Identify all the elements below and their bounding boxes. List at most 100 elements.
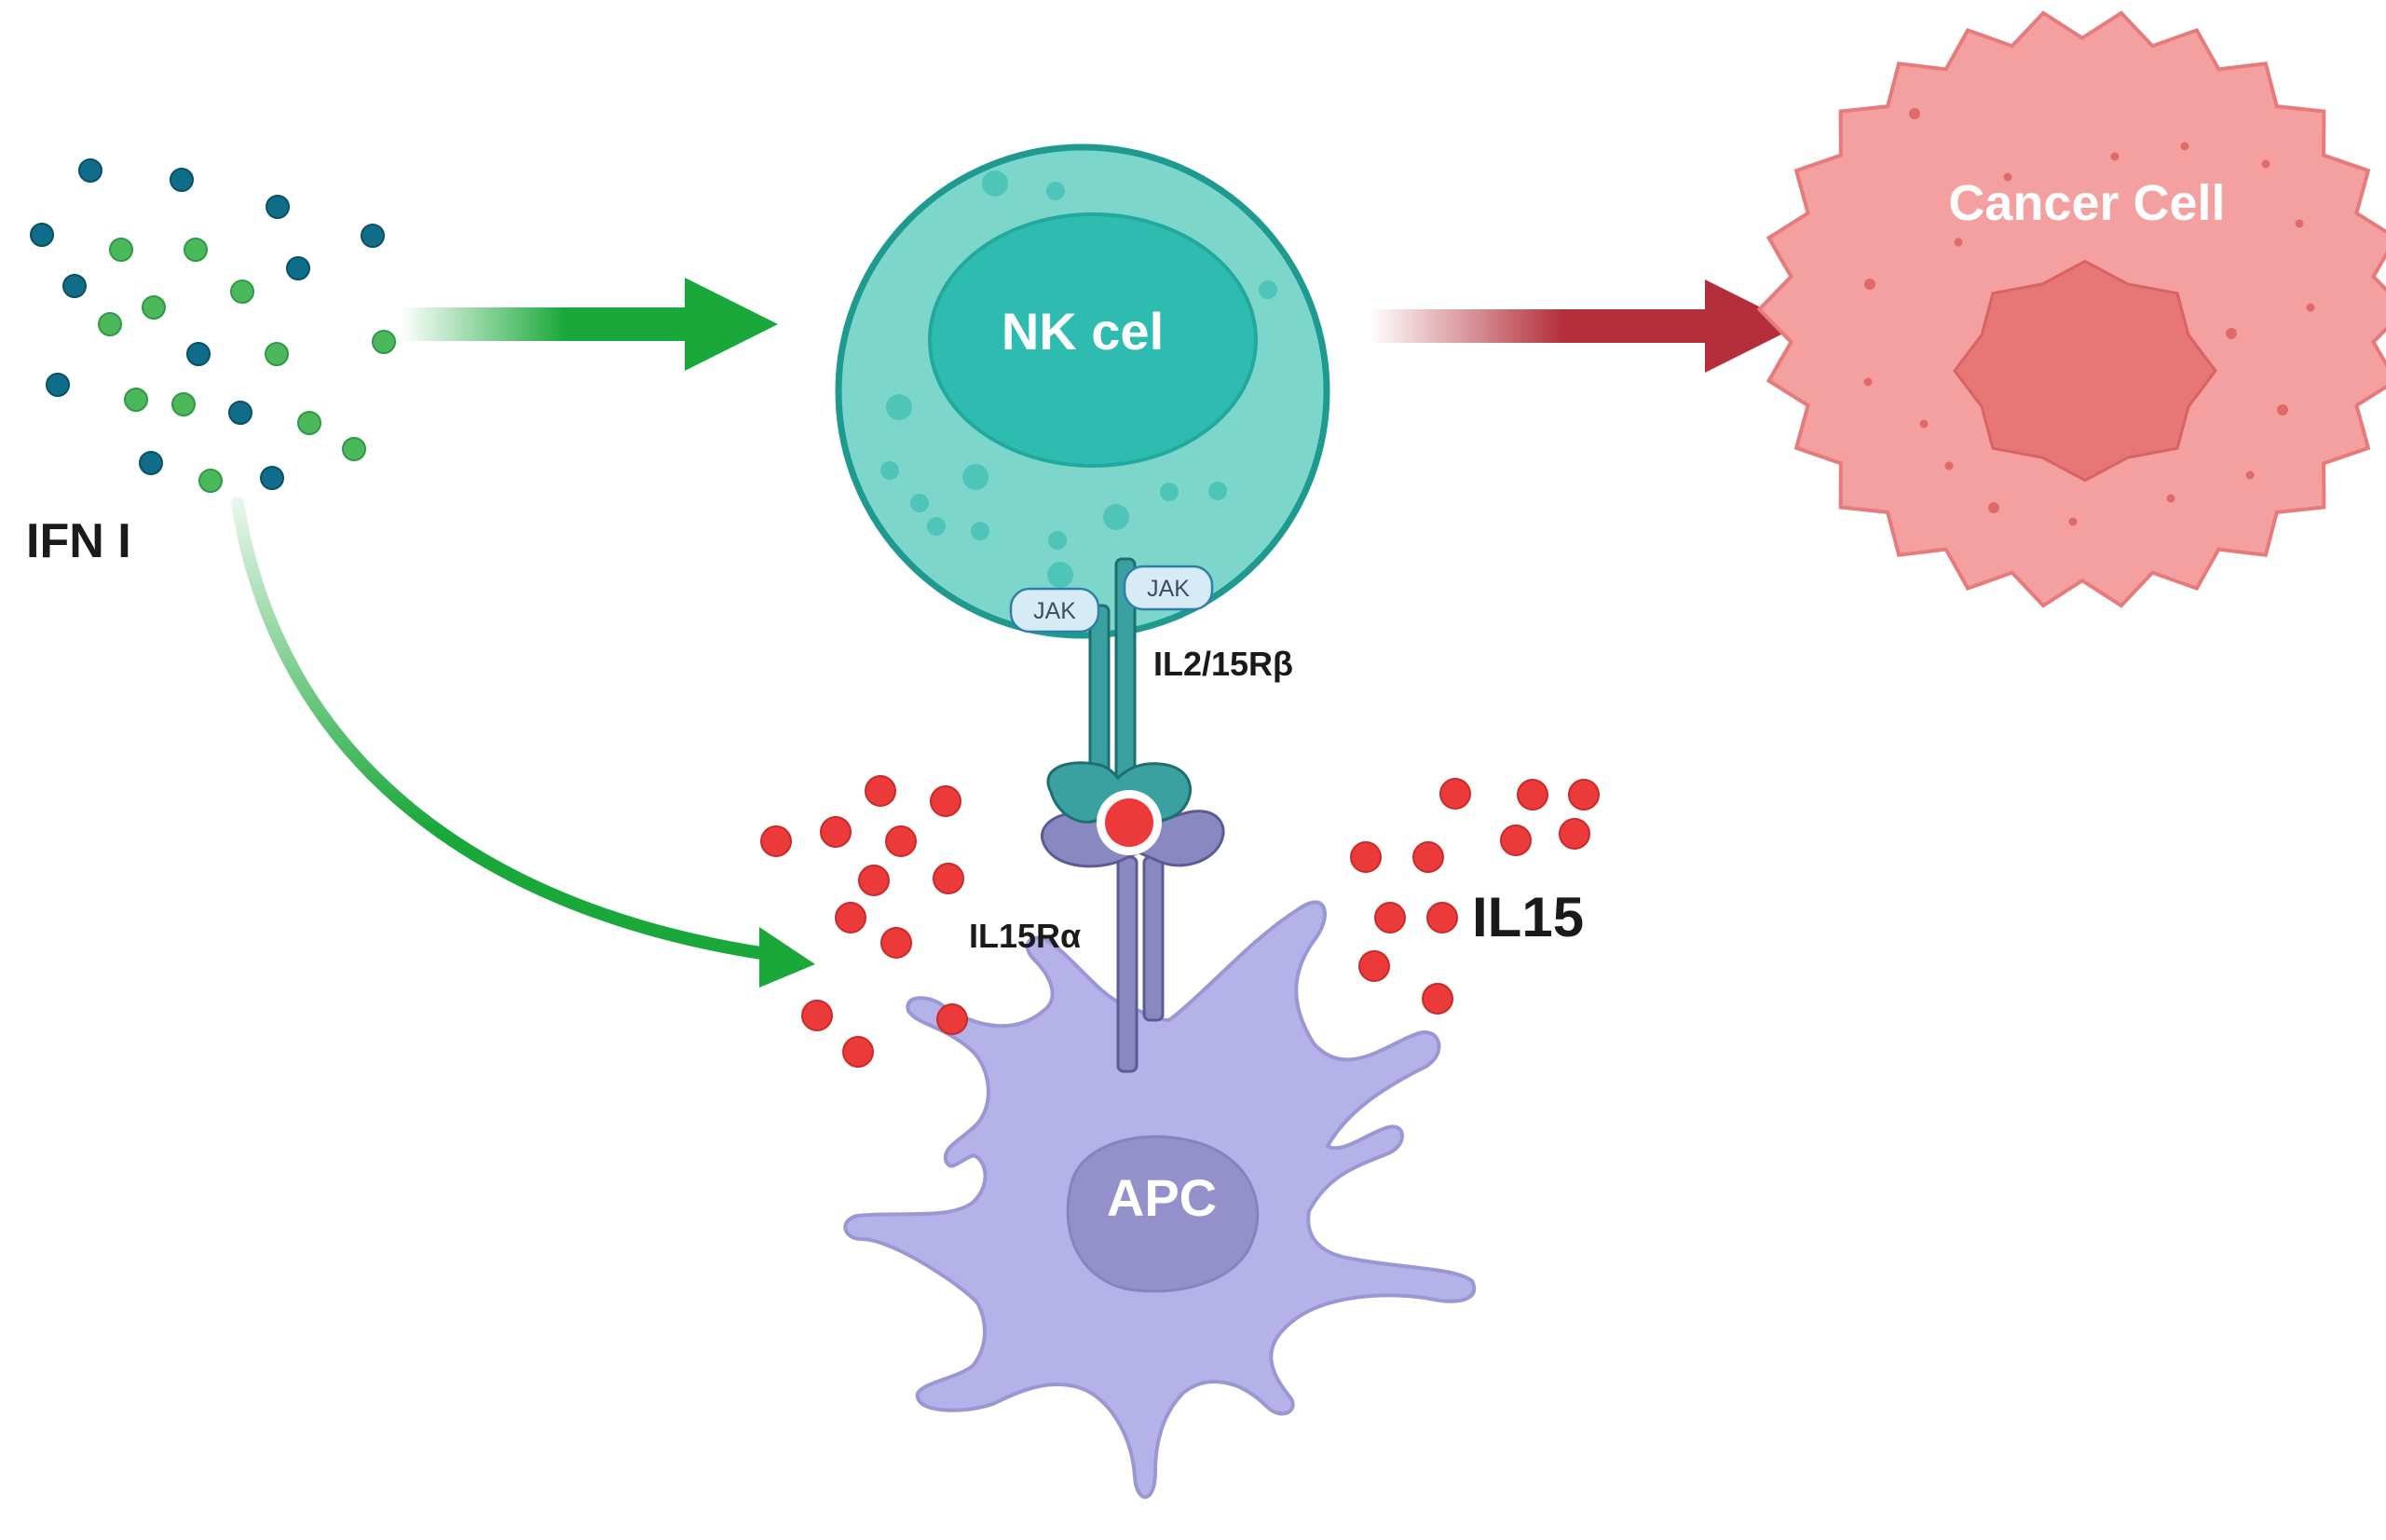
- ifn-label: IFN I: [26, 514, 131, 568]
- cancer-cell-nucleus: [1953, 259, 2217, 483]
- nk-cell: NK cel: [835, 143, 1330, 639]
- ifn-particle-blue: [266, 195, 290, 219]
- ifn-particle-green: [109, 238, 133, 262]
- ifn-to-nk-arrow-shaft: [401, 307, 699, 341]
- nk-granule: [1103, 504, 1129, 530]
- ifn-particle-blue: [228, 401, 252, 425]
- ifn-particle-green: [184, 238, 208, 262]
- cancer-granule: [2166, 494, 2175, 503]
- ifn-particle-green: [342, 437, 366, 461]
- il15-particle: [820, 816, 852, 848]
- cancer-granule: [2003, 172, 2012, 182]
- cancer-granule: [2180, 142, 2189, 151]
- cancer-granule: [2261, 159, 2270, 169]
- nk-granule: [971, 522, 989, 540]
- nk-granule: [880, 461, 899, 480]
- ifn-particle-green: [171, 392, 196, 416]
- jak-left-label: JAK: [1033, 598, 1076, 624]
- ifn-particle-green: [142, 295, 166, 320]
- cancer-granule: [2277, 404, 2288, 416]
- ifn-particle-green: [124, 388, 148, 412]
- nk-cell-nucleus: [928, 212, 1258, 468]
- nk-granule: [927, 517, 946, 536]
- ifn-particle-blue: [30, 223, 54, 247]
- ifn-particle-blue: [139, 451, 163, 475]
- cancer-granule: [1944, 461, 1954, 470]
- il15-particle: [933, 863, 964, 894]
- ifn-particle-green: [265, 342, 289, 366]
- il15-particle: [801, 1000, 833, 1031]
- ifn-to-apc-arrow-head: [759, 927, 815, 988]
- il15-particle: [1412, 841, 1444, 873]
- cancer-granule: [1863, 377, 1873, 387]
- apc-label: APC: [1107, 1168, 1217, 1227]
- apc-cell: APC: [843, 900, 1477, 1499]
- il15-particle: [760, 825, 792, 857]
- cancer-cell: Cancer Cell: [1756, 10, 2386, 608]
- jak-right-box: [1123, 565, 1214, 611]
- cancer-granule: [1864, 279, 1875, 290]
- cancer-granule: [2245, 470, 2255, 480]
- il15-particle: [1500, 825, 1532, 856]
- cancer-cell-label: Cancer Cell: [1948, 175, 2225, 231]
- jak-right-label: JAK: [1147, 576, 1190, 602]
- nk-to-cancer-arrow-head: [1705, 279, 1798, 373]
- cancer-granule: [1954, 238, 1963, 247]
- ifn-particle-green: [98, 312, 122, 336]
- cancer-granule: [2110, 152, 2120, 161]
- ifn-particle-blue: [46, 373, 70, 397]
- nk-granule: [962, 464, 988, 490]
- ifn-to-nk-arrow: [401, 278, 778, 371]
- il15-particle: [885, 825, 917, 857]
- il15-particle: [1559, 818, 1590, 850]
- jak-right: JAK: [1123, 565, 1214, 611]
- ifn-to-apc-arrow: [231, 497, 815, 988]
- il15-particle: [842, 1036, 874, 1068]
- ifn-particle-blue: [361, 224, 385, 248]
- il15-particle-cloud: [760, 775, 1600, 1068]
- ifn-particle-blue: [62, 274, 87, 298]
- il15-particle: [865, 775, 896, 807]
- nk-granule: [1208, 482, 1227, 500]
- ifn-particle-green: [230, 279, 254, 304]
- nk-cell-granules: [880, 170, 1277, 588]
- il15-particle: [1358, 950, 1390, 982]
- nk-granule: [982, 170, 1008, 197]
- il15-particle: [1426, 902, 1458, 934]
- ifn-particle-blue: [170, 168, 194, 192]
- nk-granule: [1259, 280, 1277, 299]
- nk-granule: [1047, 562, 1073, 588]
- il15-particle: [936, 1003, 968, 1035]
- nk-granule: [910, 494, 929, 512]
- ifn-particle-blue: [286, 256, 310, 280]
- il15-bound-molecule: [1105, 798, 1153, 847]
- il15-particle: [858, 865, 890, 896]
- il15r-alpha-stalk: [1116, 855, 1138, 1073]
- il15-particle: [930, 785, 961, 817]
- nk-cell-label: NK cel: [1002, 302, 1164, 361]
- ifn-particle-green: [372, 330, 396, 354]
- il15r-alpha-stalk-2: [1142, 855, 1165, 1022]
- ifn-particle-green: [198, 469, 223, 493]
- cancer-granule: [2295, 219, 2304, 228]
- apc-cell-nucleus: [1066, 1135, 1260, 1293]
- il15-particle: [835, 902, 866, 934]
- cancer-cell-granules: [1863, 108, 2315, 526]
- ifn-particle-cloud: [30, 158, 396, 493]
- il15-particle: [1439, 778, 1471, 810]
- il15-particle: [1517, 779, 1548, 811]
- il15-particle: [1374, 902, 1406, 934]
- il2-15rb-label: IL2/15Rβ: [1153, 645, 1293, 683]
- il15-label: IL15: [1472, 886, 1584, 948]
- cancer-granule: [1909, 108, 1920, 119]
- ifn-particle-green: [297, 411, 321, 435]
- nk-granule: [1160, 483, 1179, 501]
- ifn-particle-blue: [260, 466, 284, 490]
- nk-to-cancer-arrow: [1370, 279, 1798, 373]
- nk-granule: [1048, 531, 1067, 550]
- il15-particle: [1422, 983, 1453, 1015]
- cancer-granule: [1988, 502, 1999, 513]
- jak-left: JAK: [1009, 587, 1100, 634]
- cancer-granule: [2306, 303, 2315, 312]
